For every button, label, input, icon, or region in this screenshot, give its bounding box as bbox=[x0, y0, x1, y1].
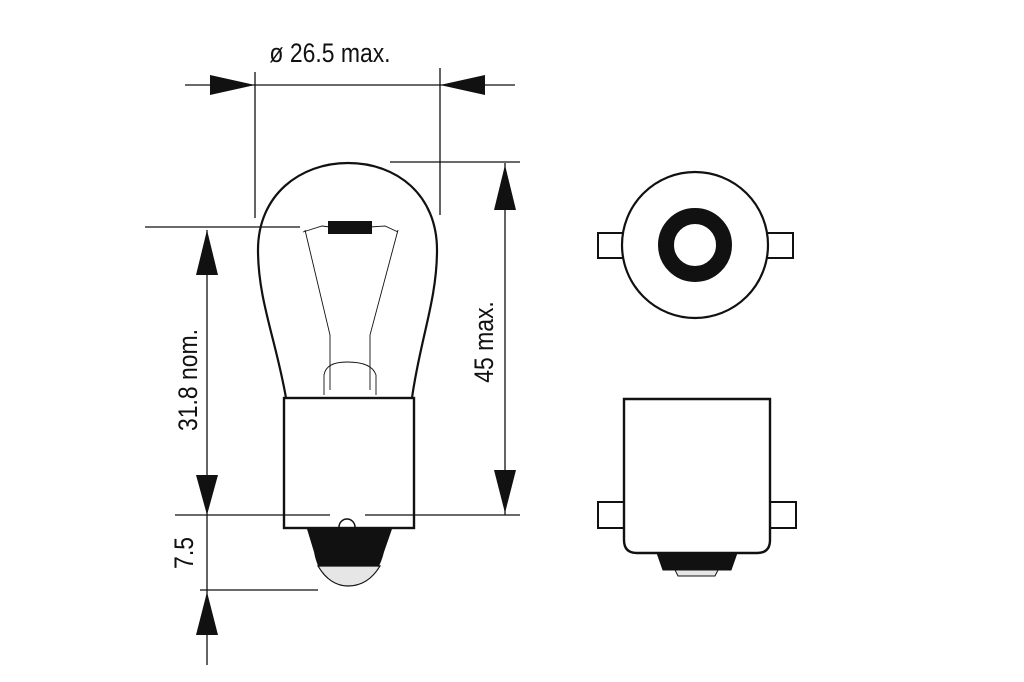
arrow-right-icon bbox=[210, 75, 255, 95]
contact-solder bbox=[656, 552, 738, 571]
arrow-up-icon bbox=[196, 230, 218, 275]
overall-length-label: 45 max. bbox=[469, 301, 499, 383]
arrow-up-icon bbox=[494, 165, 516, 210]
contact-ring bbox=[658, 208, 732, 282]
pin-left bbox=[597, 501, 625, 529]
light-center-label: 31.8 nom. bbox=[173, 329, 203, 431]
base-side-view bbox=[597, 397, 797, 577]
base-sleeve bbox=[282, 396, 416, 530]
arrow-left-icon bbox=[440, 75, 485, 95]
filament-supports bbox=[302, 225, 399, 233]
pin-offset-label: 7.5 bbox=[169, 537, 199, 569]
diameter-label: ø 26.5 max. bbox=[269, 38, 390, 68]
base-body bbox=[622, 397, 772, 555]
arrow-down-icon bbox=[494, 470, 516, 513]
top-view bbox=[597, 170, 794, 320]
pin-right bbox=[768, 501, 797, 529]
contact-tip bbox=[316, 565, 382, 587]
bulb-profile bbox=[256, 161, 439, 536]
arrow-down-icon bbox=[196, 475, 218, 515]
glass-stem bbox=[323, 361, 377, 395]
arrow-up-icon bbox=[196, 592, 218, 635]
lead-wires bbox=[304, 229, 399, 390]
contact-tip bbox=[674, 569, 719, 577]
arrows bbox=[196, 75, 516, 635]
pin-right bbox=[765, 232, 794, 259]
glass-envelope bbox=[256, 161, 439, 399]
base-outline-circle bbox=[620, 170, 770, 320]
pin-left bbox=[597, 232, 625, 259]
filament bbox=[328, 221, 372, 234]
